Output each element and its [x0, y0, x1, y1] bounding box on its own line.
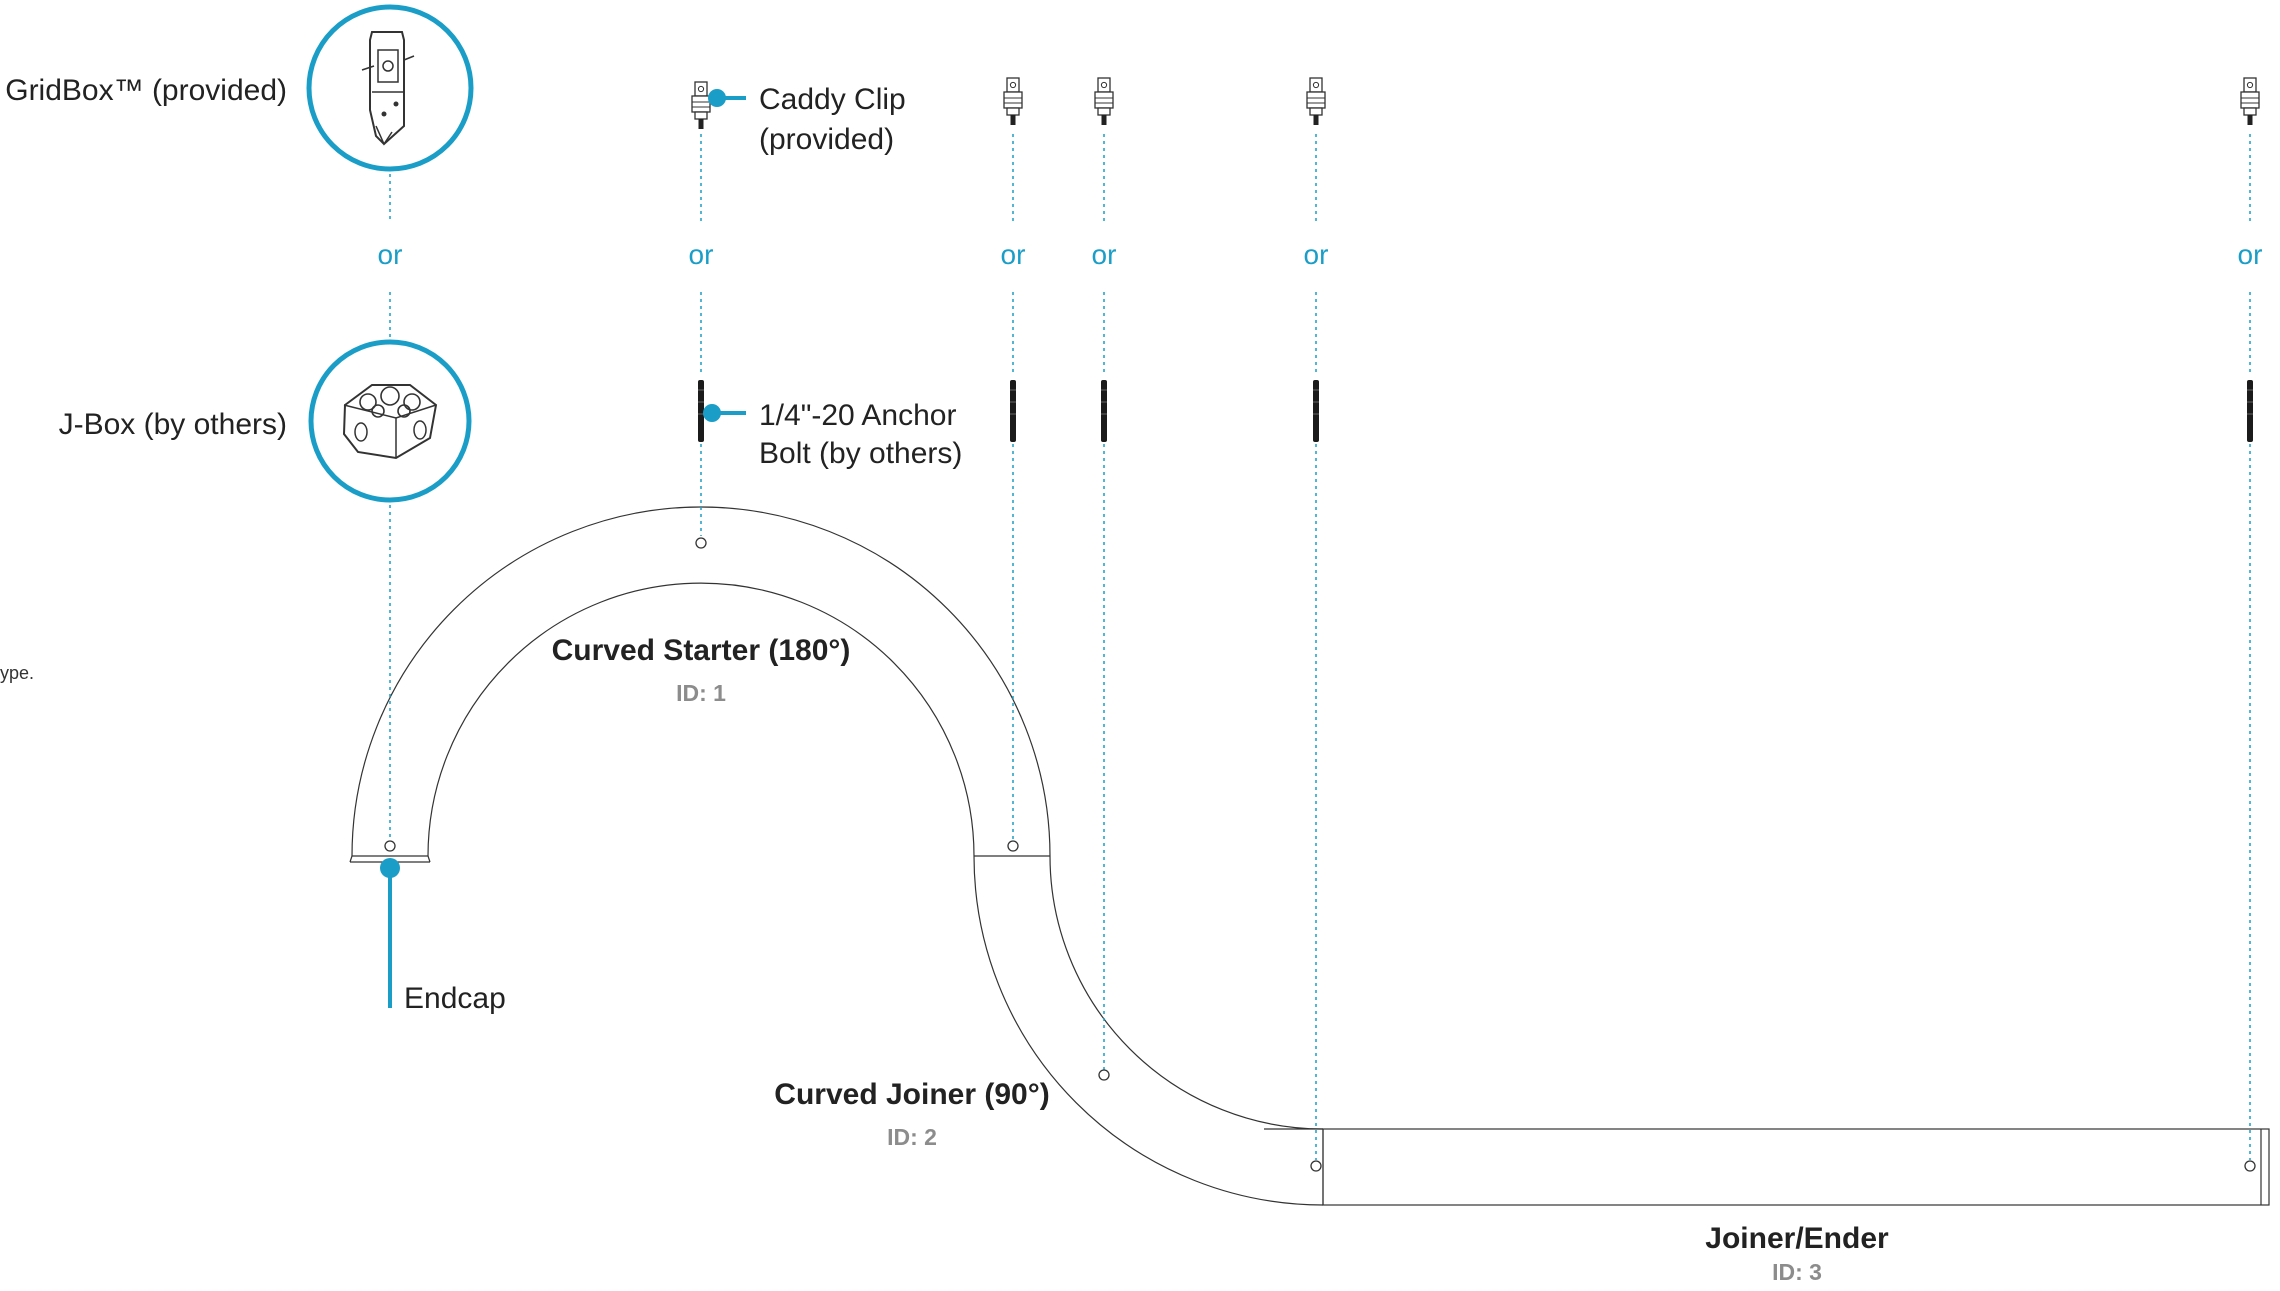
or-label: or: [689, 239, 714, 270]
caddy-clips: [691, 77, 2260, 130]
gridbox-label: GridBox™ (provided): [5, 74, 287, 107]
jbox-callout: J-Box (by others): [59, 339, 472, 503]
or-label: or: [1304, 239, 1329, 270]
or-label: or: [2238, 239, 2263, 270]
anchor-callout: 1/4"-20 Anchor Bolt (by others): [703, 399, 962, 470]
or-label: or: [1092, 239, 1117, 270]
mounting-holes: [384, 537, 2256, 1172]
caddy-clip-icon: [2240, 77, 2260, 126]
mount-point: [1310, 1160, 1322, 1172]
gridbox-callout: GridBox™ (provided): [5, 4, 474, 172]
caddy-label-line2: (provided): [759, 123, 894, 156]
curved-joiner-section: [973, 855, 1324, 1206]
section-id: ID: 1: [676, 680, 726, 706]
section-id: ID: 2: [887, 1124, 937, 1150]
section-name: Curved Starter (180°): [552, 634, 851, 667]
caddy-clip-icon: [1094, 77, 1114, 126]
mount-point: [2244, 1160, 2256, 1172]
anchor-bolt-icon: [697, 379, 705, 443]
section-id: ID: 3: [1772, 1259, 1822, 1285]
junction-box-icon: [342, 384, 438, 460]
endcap-callout-dot: [380, 858, 400, 878]
anchor-bolt-icon: [1312, 379, 1320, 443]
guide-lines: [389, 134, 2251, 1160]
or-labels: or or or or or or: [378, 239, 2263, 270]
anchor-label-line1: 1/4"-20 Anchor: [759, 399, 956, 432]
mount-point: [695, 537, 707, 549]
caddy-clip-icon: [1306, 77, 1326, 126]
section-name: Curved Joiner (90°): [774, 1078, 1049, 1111]
mount-point: [1098, 1069, 1110, 1081]
jbox-label: J-Box (by others): [59, 408, 287, 441]
section-name: Joiner/Ender: [1705, 1222, 1889, 1255]
anchor-bolt-icon: [2246, 379, 2254, 443]
anchor-bolt-icon: [1100, 379, 1108, 443]
mount-point: [384, 840, 396, 852]
or-label: or: [1001, 239, 1026, 270]
or-label: or: [378, 239, 403, 270]
anchor-callout-dot: [703, 404, 721, 422]
joiner-ender-section: [1264, 1128, 2270, 1206]
caddy-callout-dot: [708, 89, 726, 107]
caddy-clip-icon: [691, 81, 711, 130]
anchor-label-line2: Bolt (by others): [759, 437, 962, 470]
caddy-clip-icon: [1003, 77, 1023, 126]
endcap-callout: Endcap: [380, 858, 506, 1015]
side-note: ype.: [0, 663, 34, 683]
mount-point: [1007, 840, 1019, 852]
caddy-callout: Caddy Clip (provided): [708, 83, 906, 156]
section-labels: Curved Starter (180°) ID: 1 Curved Joine…: [552, 634, 1889, 1285]
anchor-bolt-icon: [1009, 379, 1017, 443]
gridbox-bracket-icon: [361, 31, 415, 146]
caddy-label-line1: Caddy Clip: [759, 83, 906, 116]
endcap-label: Endcap: [404, 982, 506, 1015]
